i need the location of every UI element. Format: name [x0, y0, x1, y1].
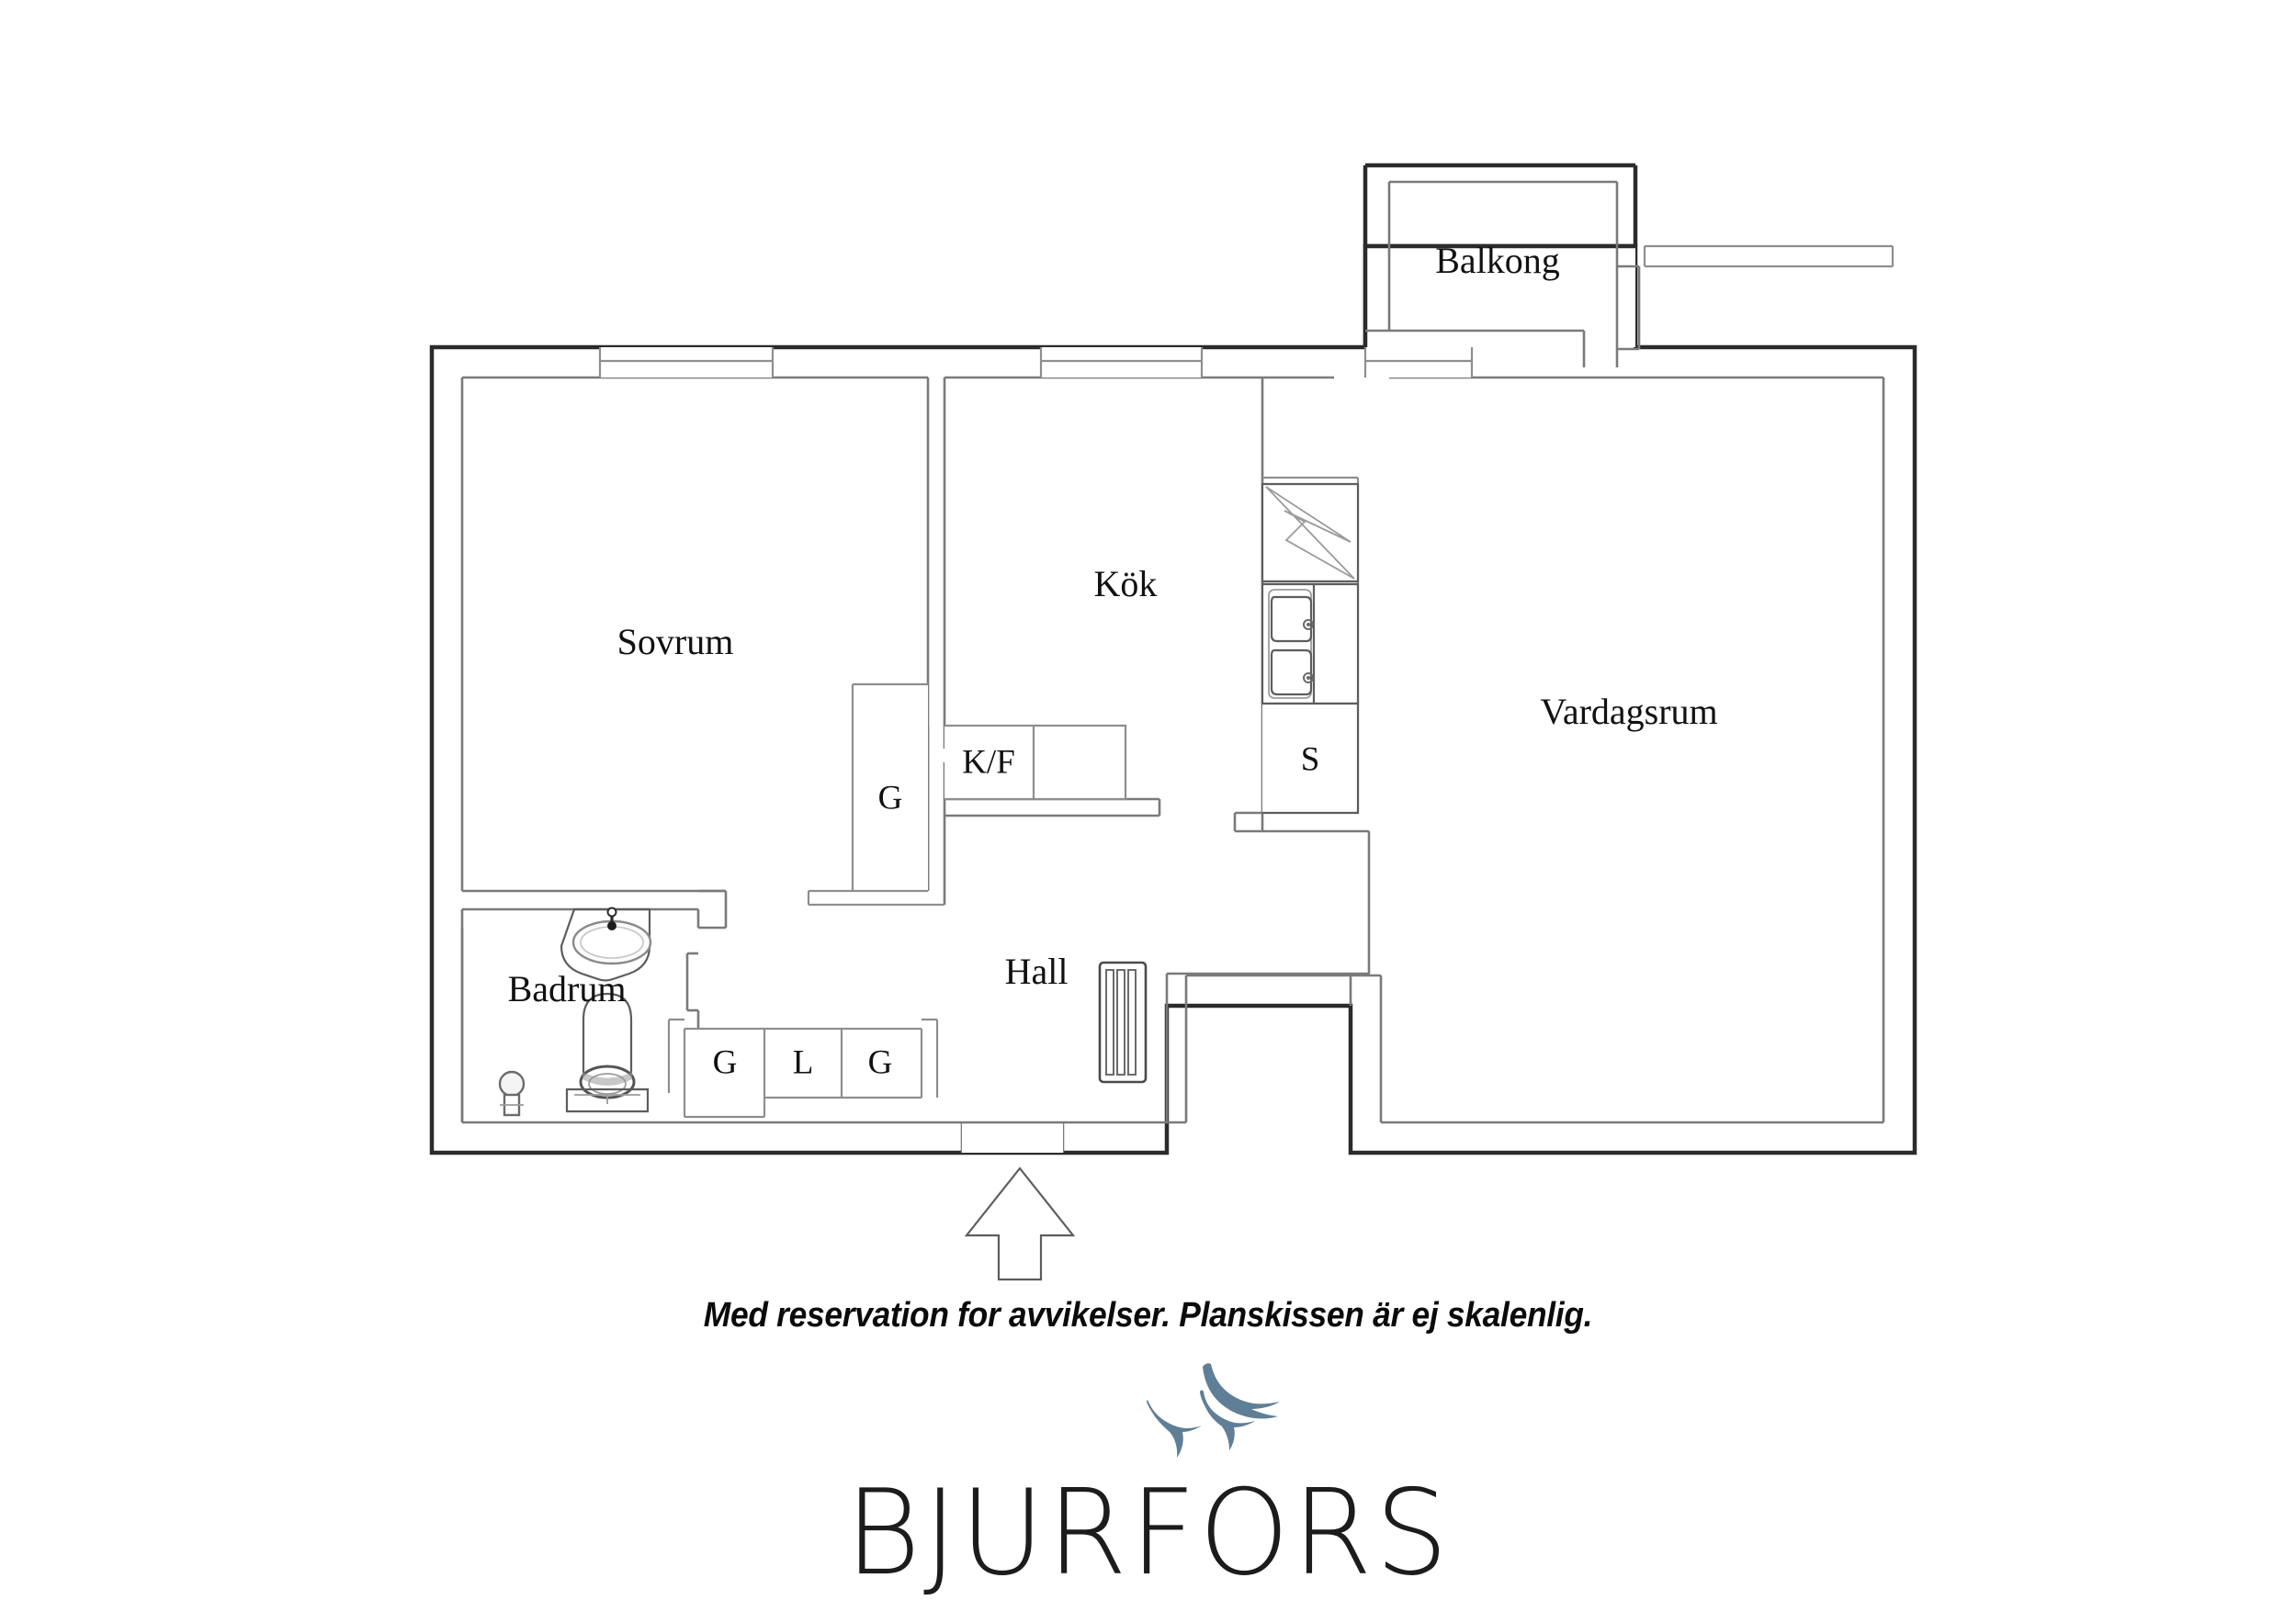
floor-drain: [498, 1070, 526, 1117]
bjurfors-wordmark: BJURFORS: [844, 1465, 1452, 1602]
room-labels: Balkong Sovrum Kök Vardagsrum Badrum Hal…: [508, 240, 1718, 1009]
interior-partitions: [460, 378, 1371, 1122]
inner-wall-faces: [460, 376, 1885, 1153]
hall-closets: [667, 1018, 939, 1119]
label-dishwasher: S: [1301, 740, 1320, 778]
toilet: [565, 992, 650, 1113]
radiator: [1098, 961, 1148, 1084]
label-closet-hall-3: G: [868, 1043, 893, 1081]
fixture-labels: S K/F G G L G: [713, 740, 1320, 1081]
wash-basin: [560, 907, 652, 982]
windows: [598, 244, 1894, 378]
label-closet-hall-1: G: [713, 1043, 738, 1081]
bjurfors-logo: BJURFORS: [0, 1358, 2296, 1596]
dishwasher: [1262, 702, 1360, 815]
room-label-balkong: Balkong: [1435, 240, 1560, 281]
disclaimer-text: Med reservation for avvikelser. Planskis…: [703, 1296, 1593, 1335]
balcony-structure: [1363, 163, 1641, 367]
fridge-freezer: [944, 724, 1127, 801]
room-label-sovrum: Sovrum: [617, 621, 734, 662]
flying-birds-icon: [1146, 1363, 1280, 1458]
label-closet-hall-2: L: [793, 1043, 814, 1081]
stove-symbol: [1261, 482, 1360, 583]
kitchen-fixtures: [944, 476, 1360, 815]
room-label-kok: Kök: [1094, 563, 1158, 604]
label-fridge-freezer: K/F: [962, 743, 1015, 781]
kitchen-sink: [1261, 582, 1360, 705]
label-closet-kitchen: G: [878, 779, 903, 817]
room-label-vardagsrum: Vardagsrum: [1540, 691, 1717, 732]
entry-arrow: [964, 1167, 1076, 1281]
entry-door-opening: [962, 1121, 1063, 1153]
room-label-hall: Hall: [1005, 951, 1069, 992]
bathroom-fixtures: [498, 907, 652, 1117]
room-label-badrum: Badrum: [508, 968, 627, 1009]
